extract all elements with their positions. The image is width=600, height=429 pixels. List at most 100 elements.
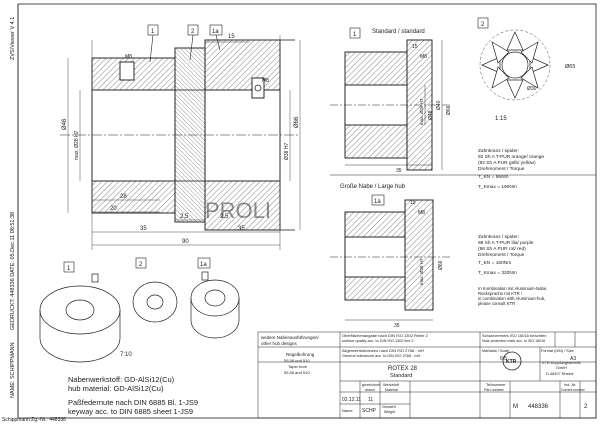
- svg-text:Ind.-Nr.: Ind.-Nr.: [564, 383, 576, 387]
- dim-m8-right: M8: [262, 78, 269, 84]
- svg-text:In Kombination mit Aluminium-N: In Kombination mit Aluminium-Nabe,: [478, 286, 548, 291]
- svg-text:hub material: GD-AlSi12(Cu): hub material: GD-AlSi12(Cu): [68, 384, 164, 393]
- large-hub-title: Große Nabe / Large hub: [340, 184, 406, 190]
- svg-text:(98 Sh A PUR rot/ red): (98 Sh A PUR rot/ red): [478, 246, 526, 252]
- svg-text:surface quality acc. to DIN IS: surface quality acc. to DIN ISO 1302 lin…: [342, 339, 414, 343]
- dim-d28: max. Ø28 H7: [74, 130, 80, 160]
- svg-text:6:5: 6:5: [500, 356, 507, 362]
- bottom-left-id: Schippmann Zg.-Nr.: 448336: [2, 417, 66, 423]
- standard-title: Standard / standard: [372, 29, 425, 35]
- margin-viewer: ZVS/Viewer V 4.1: [10, 16, 16, 60]
- svg-text:drawn: drawn: [365, 388, 375, 392]
- dim-15: 15: [228, 34, 235, 40]
- svg-text:Drehmoment / Torque: Drehmoment / Torque: [478, 252, 525, 258]
- svg-text:Note protection mark acc. to I: Note protection mark acc. to ISO 16016: [482, 339, 545, 343]
- svg-text:Allgemeintoleranzen nach DIN I: Allgemeintoleranzen nach DIN ISO 2768 - …: [342, 348, 424, 353]
- svg-text:Material: Material: [385, 388, 398, 392]
- svg-text:Current number: Current number: [561, 388, 586, 392]
- balloon-iso-1a: 1a: [200, 262, 207, 268]
- tb-hub-designs-en: other hub designs: [261, 341, 298, 346]
- title-block: [257, 331, 597, 419]
- std-dim-35: 35: [396, 168, 402, 174]
- std-dim-15: 15: [412, 44, 418, 50]
- dim-20: 20: [110, 206, 117, 212]
- svg-text:Gewicht: Gewicht: [382, 405, 397, 409]
- large-dim-35: 35: [394, 323, 400, 329]
- large-dim-m8: M8: [418, 210, 425, 216]
- spider-spec-2: Zahnkranz / spider: 98 Sh A T-PUR lila/ …: [478, 234, 548, 306]
- svg-text:General tolerances acc. to DIN: General tolerances acc. to DIN ISO 2768 …: [342, 354, 421, 358]
- std-dim-40: Ø40: [436, 100, 442, 110]
- svg-text:Drehmoment / Torque: Drehmoment / Torque: [478, 166, 525, 172]
- large-dim-15: 15: [410, 200, 416, 206]
- material-notes: Nabenwerkstoff: GD-AlSi12(Cu) hub materi…: [68, 375, 198, 416]
- svg-text:Taper bore: Taper bore: [288, 364, 308, 369]
- svg-text:55,58 und 510: 55,58 und 510: [284, 358, 310, 363]
- svg-text:Paßfedernute nach DIN 6885 Bl.: Paßfedernute nach DIN 6885 Bl. 1-JS9: [68, 398, 198, 407]
- svg-text:Part number: Part number: [484, 388, 505, 392]
- std-dim-66: Ø66: [446, 105, 452, 115]
- balloon-std-1: 1: [353, 32, 357, 38]
- svg-text:Zahnkranz / spider:: Zahnkranz / spider:: [478, 148, 519, 154]
- dim-d46: Ø46: [62, 118, 68, 130]
- dim-35: 35: [140, 226, 147, 232]
- svg-text:Format (DIN) / Size: Format (DIN) / Size: [541, 349, 574, 353]
- svg-text:Schutzvermerk ISO 16016 beacht: Schutzvermerk ISO 16016 beachten: [482, 333, 546, 338]
- dim-2-5a: 2,5: [180, 214, 189, 220]
- tb-product: ROTEX 28: [388, 366, 418, 372]
- svg-text:Zahnkranz / spider:: Zahnkranz / spider:: [478, 234, 519, 240]
- dim-35b: 35: [238, 226, 245, 232]
- svg-text:92 Sh A T-PUR orange/ orange: 92 Sh A T-PUR orange/ orange: [478, 154, 544, 160]
- tb-bore-title: Regelbohrung: [286, 352, 315, 357]
- svg-text:Rücksprache mit KTR /: Rücksprache mit KTR /: [478, 291, 523, 296]
- ktr-logo: KTR: [506, 359, 517, 365]
- margin-name: NAME: SCHIPPMANN: [10, 342, 16, 398]
- svg-text:please consult KTR: please consult KTR: [478, 301, 515, 306]
- main-dimension-labels: 15 M8 M8 Ø46 max. Ø28 H7 Ø38 H7 Ø66 28 2…: [62, 34, 300, 245]
- dim-m8: M8: [125, 54, 132, 60]
- main-dimensions: [67, 35, 301, 250]
- main-section-view: [60, 39, 300, 231]
- isometric-view: [39, 271, 240, 363]
- svg-text:98 Sh A T-PUR lila/ purple: 98 Sh A T-PUR lila/ purple: [478, 240, 534, 246]
- balloons-main: [147, 24, 223, 63]
- svg-text:Werkstoff: Werkstoff: [383, 383, 400, 387]
- dim-d38: Ø38 H7: [284, 143, 290, 160]
- svg-text:11: 11: [368, 397, 373, 403]
- std-dim-m8: M8: [420, 54, 427, 60]
- std-dim-28: max. Ø28 H7: [419, 98, 424, 125]
- balloon-2: 2: [191, 29, 195, 35]
- large-dim-28: max. Ø28 H7: [419, 258, 424, 285]
- svg-text:Maßstab / Scale: Maßstab / Scale: [482, 349, 509, 353]
- svg-text:2: 2: [584, 404, 588, 410]
- balloon-large-1a: 1a: [374, 199, 381, 205]
- svg-text:Name: Name: [342, 408, 353, 413]
- svg-text:Nabenwerkstoff: GD-AlSi12(Cu): Nabenwerkstoff: GD-AlSi12(Cu): [68, 375, 175, 384]
- iso-scale: 7:10: [120, 352, 132, 358]
- svg-text:02.12.11: 02.12.11: [342, 397, 361, 403]
- svg-text:KTR-Kupplungstechnik: KTR-Kupplungstechnik: [542, 361, 581, 365]
- svg-text:GmbH: GmbH: [556, 366, 567, 370]
- svg-text:gezeichnet: gezeichnet: [362, 383, 381, 387]
- dim-2-5b: 2,5: [220, 214, 229, 220]
- svg-text:D-48407 Rheine: D-48407 Rheine: [546, 372, 574, 376]
- standard-hub-view: [330, 39, 450, 171]
- balloon-iso-2: 2: [139, 262, 143, 268]
- balloon-iso-1: 1: [67, 266, 71, 272]
- svg-text:SCHP: SCHP: [362, 408, 377, 414]
- svg-text:T_Kmax = 320Nm: T_Kmax = 320Nm: [478, 270, 517, 276]
- dim-28: 28: [120, 194, 127, 200]
- svg-text:Weight: Weight: [384, 410, 395, 414]
- svg-text:55,58 and 510: 55,58 and 510: [284, 370, 310, 375]
- svg-text:(92 Sh A PUR gelb/ yellow): (92 Sh A PUR gelb/ yellow): [478, 160, 536, 166]
- svg-text:M: M: [513, 404, 518, 410]
- spider-view: [479, 29, 551, 101]
- svg-text:in combination with Aluminium-: in combination with Aluminium-hub,: [478, 296, 545, 301]
- balloon-1a: 1a: [212, 29, 219, 35]
- svg-text:T_KN = 95Nm: T_KN = 95Nm: [478, 174, 509, 180]
- spider-dim-65: Ø65: [565, 64, 575, 70]
- svg-text:T_Kmax = 190Nm: T_Kmax = 190Nm: [478, 184, 517, 190]
- tb-variant: Standard: [390, 373, 412, 379]
